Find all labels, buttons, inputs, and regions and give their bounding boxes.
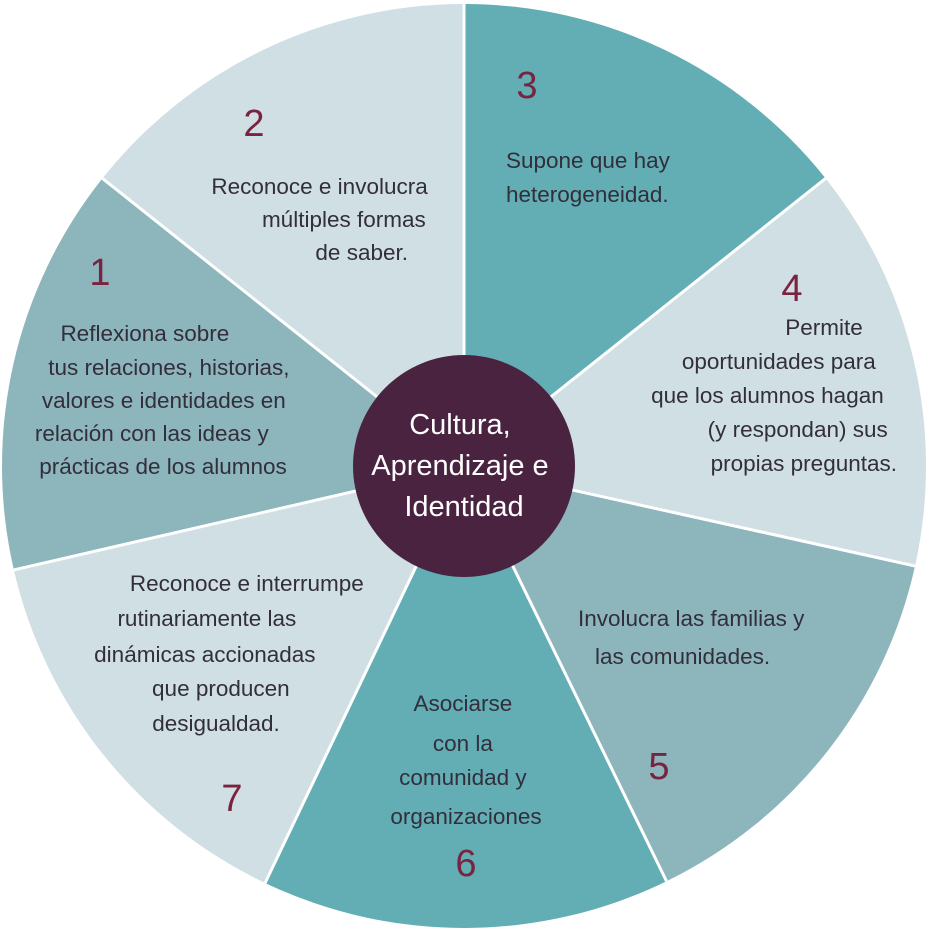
segment-7-line: rutinariamente las bbox=[117, 606, 296, 631]
segment-6-line: con la bbox=[433, 731, 494, 756]
segment-5-text: Involucra las familias y las comunidades… bbox=[578, 606, 811, 669]
segment-7-line: dinámicas accionadas bbox=[94, 642, 315, 667]
segment-2-line: de saber. bbox=[315, 240, 408, 265]
center-label-line: Aprendizaje e bbox=[371, 450, 548, 482]
segment-1-wedge bbox=[2, 178, 465, 570]
segment-1-line: tus relaciones, historias, bbox=[48, 355, 289, 380]
segment-3-text: Supone que hay heterogeneidad. bbox=[506, 148, 676, 207]
segment-4-line: oportunidades para bbox=[682, 349, 876, 374]
segment-5-line: Involucra las familias y bbox=[578, 606, 805, 631]
segment-2-number: 2 bbox=[243, 103, 264, 145]
segment-7-line: Reconoce e interrumpe bbox=[130, 571, 364, 596]
segment-3-line: heterogeneidad. bbox=[506, 182, 669, 207]
segment-4-text: Permite oportunidades para que los alumn… bbox=[651, 315, 897, 476]
segment-2-line: múltiples formas bbox=[262, 207, 426, 232]
segment-7: 7 Reconoce e interrumpe rutinariamente l… bbox=[94, 571, 370, 820]
segment-2-text: Reconoce e involucra múltiples formas de… bbox=[211, 174, 434, 265]
center-label-line: Cultura, bbox=[409, 409, 511, 441]
segment-1-line: prácticas de los alumnos bbox=[39, 454, 287, 479]
center-label: Cultura, Aprendizaje e Identidad bbox=[371, 409, 556, 523]
segment-1-line: Reflexiona sobre bbox=[60, 321, 229, 346]
segment-6-line: comunidad y bbox=[399, 765, 527, 790]
segment-2: 2 Reconoce e involucra múltiples formas … bbox=[211, 103, 434, 265]
segment-2-wedge bbox=[102, 4, 464, 466]
segment-1-number: 1 bbox=[89, 252, 110, 294]
segment-3: 3 Supone que hay heterogeneidad. bbox=[506, 65, 676, 207]
segment-6-text: Asociarse con la comunidad y organizacio… bbox=[390, 691, 541, 829]
segment-4-wedge bbox=[464, 178, 927, 566]
segment-4-line: (y respondan) sus bbox=[708, 417, 888, 442]
segment-7-text: Reconoce e interrumpe rutinariamente las… bbox=[94, 571, 370, 736]
segment-1-line: valores e identidades en bbox=[42, 388, 286, 413]
segment-4-line: propias preguntas. bbox=[711, 451, 897, 476]
segment-1-line: relación con las ideas y bbox=[35, 421, 270, 446]
segment-6-line: Asociarse bbox=[413, 691, 512, 716]
segment-6-line: organizaciones bbox=[390, 804, 541, 829]
segment-4-number: 4 bbox=[781, 268, 802, 310]
segment-7-number: 7 bbox=[221, 778, 242, 820]
segment-4-line: Permite bbox=[785, 315, 863, 340]
segment-1-text: Reflexiona sobre tus relaciones, histori… bbox=[35, 321, 296, 479]
segment-5-wedge bbox=[464, 466, 916, 882]
segment-3-wedge bbox=[464, 4, 826, 466]
segment-3-number: 3 bbox=[516, 65, 537, 107]
segment-5: 5 Involucra las familias y las comunidad… bbox=[578, 606, 811, 788]
segment-6: 6 Asociarse con la comunidad y organizac… bbox=[390, 691, 541, 885]
segment-6-wedge bbox=[265, 466, 667, 928]
segment-7-wedge bbox=[13, 466, 465, 883]
segment-3-line: Supone que hay bbox=[506, 148, 671, 173]
segment-6-number: 6 bbox=[455, 843, 476, 885]
segment-7-line: que producen bbox=[152, 676, 290, 701]
segment-7-line: desigualdad. bbox=[152, 711, 280, 736]
center-circle bbox=[353, 355, 575, 577]
segment-4: 4 Permite oportunidades para que los alu… bbox=[651, 268, 897, 476]
segment-2-line: Reconoce e involucra bbox=[211, 174, 428, 199]
segment-5-line: las comunidades. bbox=[595, 644, 770, 669]
segment-1: 1 Reflexiona sobre tus relaciones, histo… bbox=[35, 252, 296, 479]
segment-4-line: que los alumnos hagan bbox=[651, 383, 884, 408]
wedge-group bbox=[2, 4, 927, 928]
segment-5-number: 5 bbox=[648, 746, 669, 788]
center-label-line: Identidad bbox=[404, 491, 523, 523]
